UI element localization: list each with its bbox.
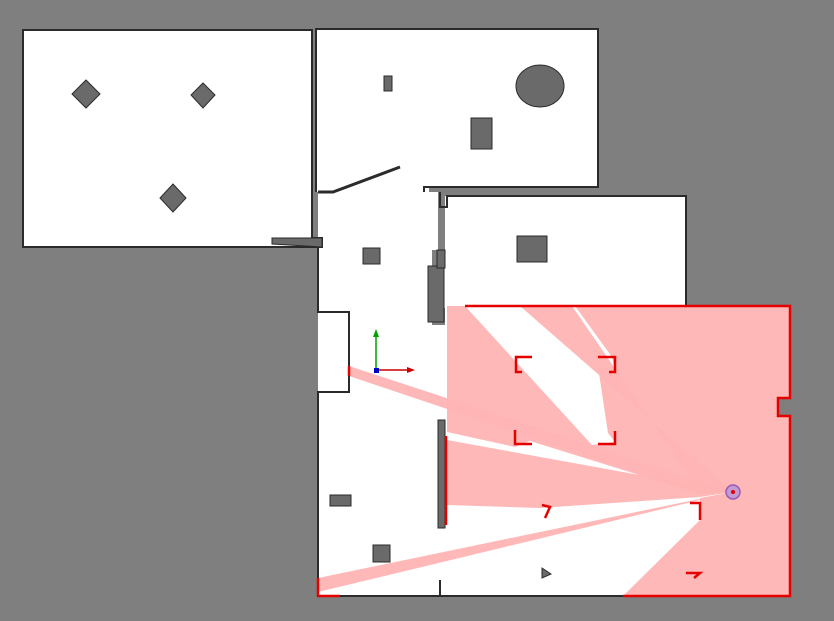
obstacle-small-triangle [541,567,553,579]
corridor-center [318,192,447,308]
room-top-left [23,30,322,247]
obstacle-small-post [383,75,393,92]
scan-bracket-5 [541,503,552,519]
obstacle-box-2 [516,235,548,263]
wall-room-top-middle [315,28,599,192]
obstacle-pillar-cap [436,249,446,269]
laser-fov-layer [318,306,790,596]
origin-axes-icon [373,329,415,373]
scan-outer-wall [465,304,792,598]
obstacle-diamond-2 [190,82,216,109]
axis-z-marker [374,368,379,373]
obstacle-box-4 [329,494,352,507]
obstacle-diamond-3 [159,183,187,213]
obstacle-box-3 [362,247,381,265]
room-top-middle [316,29,598,192]
scan-bracket-7 [686,571,704,579]
obstacle-wall-stub [271,237,323,248]
obstacle-diamond-1 [71,79,101,109]
wall-room-right-upper [439,192,687,306]
axis-x-arrow [407,367,415,373]
robot-center [731,490,735,494]
obstacle-long-wall [437,419,446,529]
scan-bracket-3 [513,430,532,446]
obstacles-layer [71,64,565,579]
wall-diagonal [318,165,401,194]
scan-bracket-6 [690,501,702,520]
obstacle-pillar [427,265,445,323]
room-bottom [318,312,349,392]
laser-fov-ray-center [447,440,733,508]
laser-fov-ray-bottom [318,492,733,592]
laser-scan-layer [316,304,792,598]
scan-bracket-1 [514,355,532,374]
scan-bracket-4 [598,431,617,446]
free-space-layer [23,29,790,596]
scan-bracket-2 [598,355,617,374]
axis-y-arrow [373,329,379,337]
obstacle-box-1 [470,117,493,150]
obstacle-round-table [515,64,565,108]
obstacle-box-5 [372,544,391,563]
laser-fov-upper-wedge [520,306,733,492]
laser-fov-main [447,306,790,596]
room-right-upper [445,196,686,306]
laser-fov-ray-left [349,366,733,494]
robot-marker-icon[interactable] [725,484,741,500]
